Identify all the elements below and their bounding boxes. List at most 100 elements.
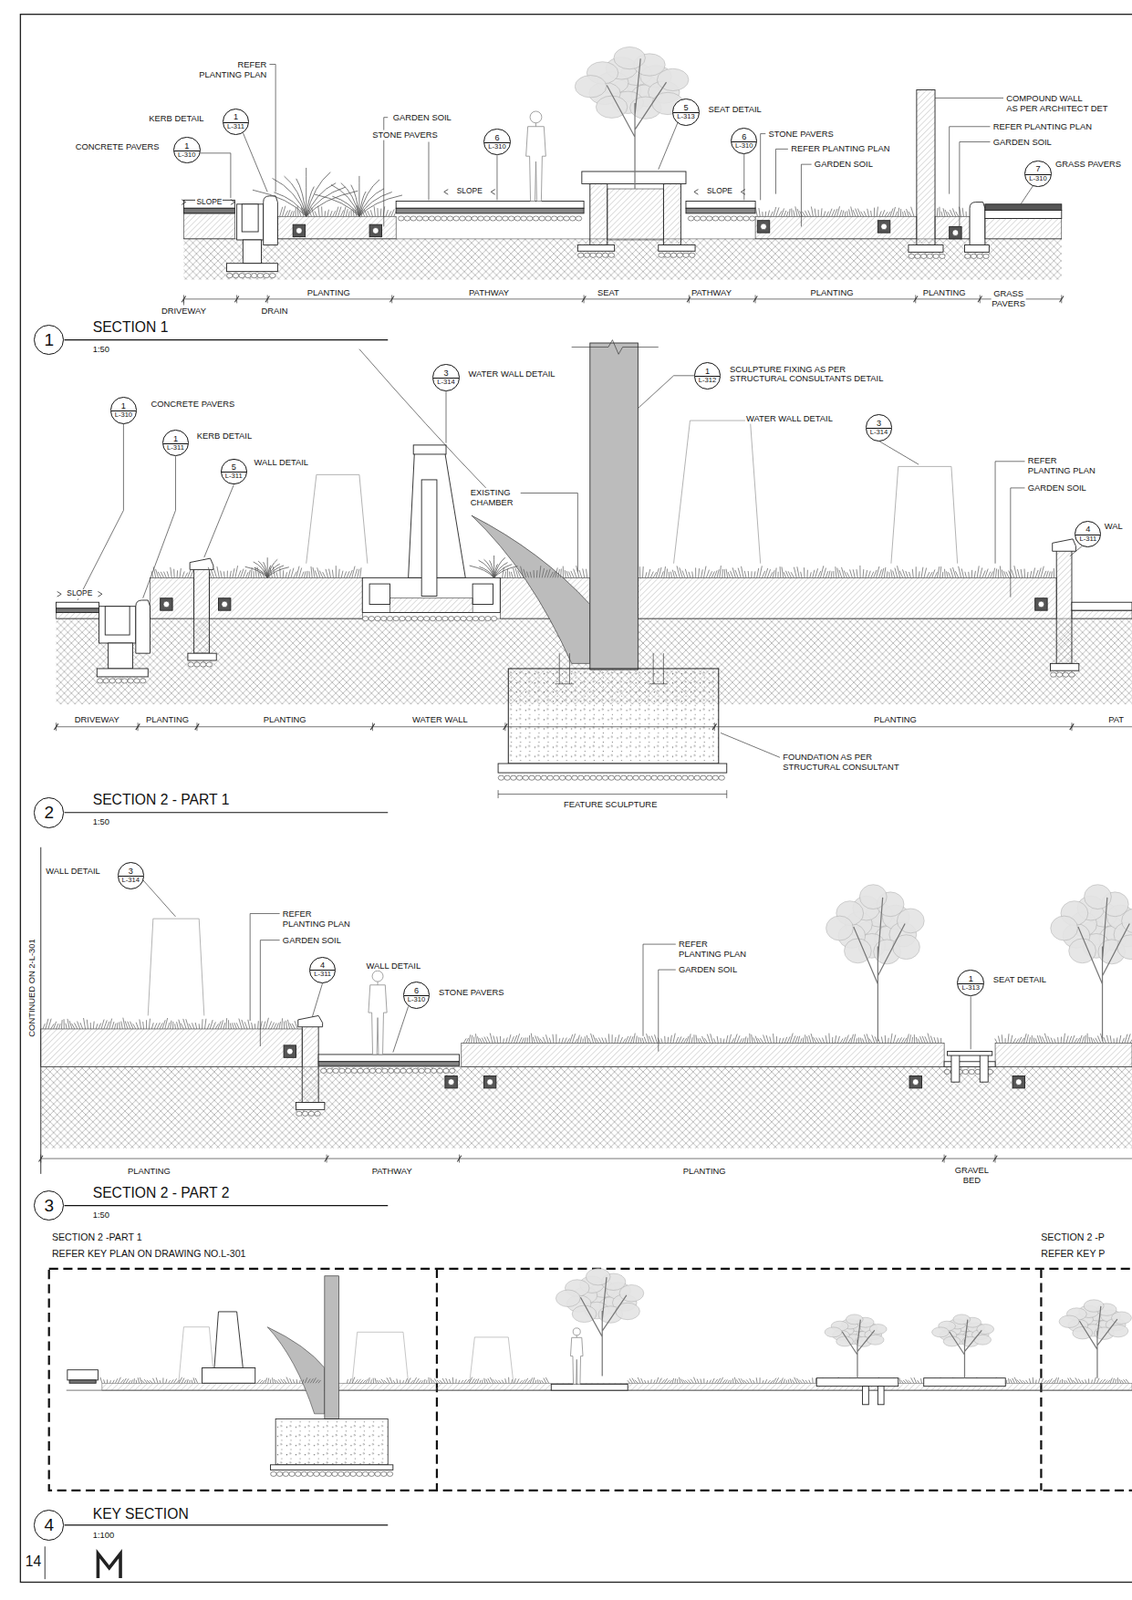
drawing-part bbox=[292, 224, 305, 237]
gravel bbox=[446, 216, 453, 221]
leader-line bbox=[740, 189, 745, 196]
drawing-part bbox=[324, 1276, 340, 1420]
gravel bbox=[368, 1471, 374, 1476]
gravel bbox=[663, 775, 669, 780]
drawing-part bbox=[483, 1075, 496, 1088]
gravel bbox=[467, 616, 473, 622]
drawing-part bbox=[241, 204, 259, 232]
label-line: REFER bbox=[678, 939, 747, 950]
annotation-label: PLANTING bbox=[872, 715, 918, 726]
annotation-label: STONE PAVERS bbox=[437, 986, 505, 997]
callout-number: 5 bbox=[221, 462, 247, 472]
label-line: AS PER ARCHITECT DET bbox=[1006, 103, 1108, 115]
gravel bbox=[706, 216, 712, 221]
gravel bbox=[516, 775, 522, 780]
drawing-part bbox=[881, 223, 888, 230]
gravel bbox=[332, 1068, 339, 1073]
gravel bbox=[387, 1068, 394, 1073]
tree-canopy bbox=[824, 1327, 842, 1338]
gravel bbox=[430, 1068, 437, 1073]
drawing-part bbox=[663, 183, 681, 245]
gravel bbox=[245, 273, 251, 279]
annotation-label: STONE PAVERS bbox=[371, 129, 438, 140]
drawing-part bbox=[135, 600, 151, 654]
leader-line bbox=[446, 391, 447, 444]
gravel bbox=[670, 252, 676, 258]
gravel bbox=[658, 252, 665, 258]
drawing-part bbox=[637, 577, 1057, 619]
callout-number: 6 bbox=[731, 132, 757, 142]
drawing-part bbox=[658, 245, 696, 252]
drawing-part bbox=[908, 245, 944, 253]
gravel bbox=[428, 216, 435, 221]
gravel bbox=[436, 616, 442, 622]
drawing-part bbox=[1038, 601, 1045, 608]
leader-line bbox=[576, 1335, 578, 1338]
drawing-part bbox=[1056, 549, 1072, 664]
gravel bbox=[350, 1471, 356, 1476]
drawing-part bbox=[590, 342, 639, 670]
gravel bbox=[332, 1471, 338, 1476]
gravel bbox=[471, 216, 478, 221]
gravel bbox=[296, 1111, 302, 1116]
gravel bbox=[669, 775, 676, 780]
logo-mark bbox=[97, 1553, 121, 1579]
gravel bbox=[405, 1068, 412, 1073]
gravel bbox=[933, 253, 939, 259]
gravel bbox=[490, 616, 497, 622]
annotation-label: SEAT DETAIL bbox=[706, 103, 762, 115]
gravel bbox=[115, 678, 122, 684]
leader-line bbox=[204, 485, 234, 558]
annotation-label: GARDEN SOIL bbox=[392, 112, 453, 123]
gravel bbox=[313, 1471, 320, 1476]
drawing-part bbox=[952, 229, 959, 237]
drawing-part bbox=[183, 207, 235, 214]
section-marker: 2 bbox=[33, 797, 65, 829]
drawing-part bbox=[1052, 539, 1077, 551]
section-marker: 4 bbox=[33, 1509, 65, 1541]
gravel bbox=[682, 775, 688, 780]
gravel bbox=[289, 1471, 295, 1476]
gravel bbox=[559, 775, 565, 780]
leader-line bbox=[456, 1155, 461, 1163]
annotation-label: REFER PLANTING PLAN bbox=[1027, 456, 1097, 478]
gravel bbox=[270, 1471, 277, 1476]
drawing-part bbox=[318, 1061, 459, 1066]
shrub bbox=[245, 557, 290, 578]
gravel bbox=[968, 1069, 975, 1074]
leader-line bbox=[143, 456, 177, 599]
leader-line bbox=[878, 440, 919, 465]
annotation-label: GARDEN SOIL bbox=[813, 159, 874, 170]
section-title: SECTION 2 - PART 1 bbox=[92, 791, 231, 809]
sheet-reference: L-314 bbox=[433, 377, 458, 387]
gravel bbox=[583, 252, 590, 258]
tree-canopy bbox=[932, 1327, 950, 1338]
leader-line bbox=[230, 199, 235, 206]
gravel bbox=[522, 775, 529, 780]
gravel bbox=[320, 1068, 326, 1073]
gravel bbox=[534, 775, 541, 780]
drawing-part bbox=[951, 1051, 960, 1083]
gravel bbox=[400, 1068, 406, 1073]
leader-line bbox=[712, 723, 717, 730]
gravel bbox=[908, 253, 914, 259]
grass-planting bbox=[42, 1017, 298, 1029]
gravel bbox=[429, 616, 436, 622]
gravel bbox=[417, 616, 424, 622]
leader-line bbox=[324, 1155, 329, 1163]
leader-line bbox=[498, 793, 727, 795]
label-line: FOUNDATION AS PER bbox=[782, 752, 899, 763]
gravel bbox=[276, 1471, 282, 1476]
leader-line bbox=[389, 296, 394, 303]
gravel bbox=[563, 216, 570, 221]
gravel bbox=[425, 1068, 431, 1073]
label-line: REFER bbox=[282, 909, 351, 920]
gravel bbox=[577, 252, 583, 258]
sheet-reference: L-311 bbox=[310, 969, 335, 979]
gravel bbox=[250, 273, 257, 279]
label-line: PLANTING PLAN bbox=[1028, 466, 1096, 477]
leader-line bbox=[97, 591, 102, 597]
gravel bbox=[362, 616, 368, 622]
grass-planting bbox=[463, 1033, 942, 1044]
gravel bbox=[498, 775, 504, 780]
